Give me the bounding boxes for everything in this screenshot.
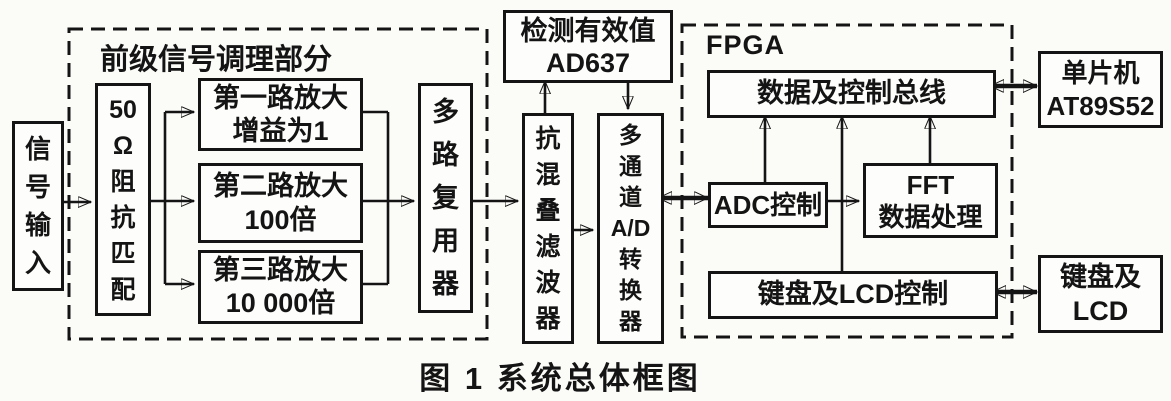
- block-amp-channel-1: 第一路放大 增益为1: [198, 78, 363, 151]
- block-signal-input: 信 号 输 入: [12, 121, 64, 291]
- fpga-dashed-frame: [680, 23, 1014, 339]
- block-fft-processing: FFT 数据处理: [863, 163, 998, 238]
- block-impedance-match: 50 Ω 阻 抗 匹 配: [95, 83, 151, 316]
- block-mcu: 单片机 AT89S52: [1038, 51, 1163, 128]
- block-keyboard-lcd: 键盘及 LCD: [1038, 255, 1163, 333]
- front-stage-dashed-frame: [67, 27, 489, 341]
- block-adc-control: ADC控制: [708, 182, 828, 228]
- block-multiplexer: 多 路 复 用 器: [418, 83, 473, 313]
- block-antialias-filter: 抗 混 叠 滤 波 器: [522, 113, 574, 344]
- block-rms-detector: 检测有效值 AD637: [503, 10, 673, 83]
- block-amp-channel-3: 第三路放大 10 000倍: [198, 250, 363, 324]
- block-amp-channel-2: 第二路放大 100倍: [198, 163, 363, 243]
- block-data-control-bus: 数据及控制总线: [707, 70, 996, 118]
- figure-caption: 图 1 系统总体框图: [419, 361, 701, 396]
- block-keyboard-lcd-control: 键盘及LCD控制: [708, 271, 998, 319]
- block-ad-converter: 多 通 道 A/D 转 换 器: [597, 113, 664, 344]
- fpga-group-label: FPGA: [706, 30, 786, 60]
- front-stage-group-label: 前级信号调理部分: [100, 44, 333, 76]
